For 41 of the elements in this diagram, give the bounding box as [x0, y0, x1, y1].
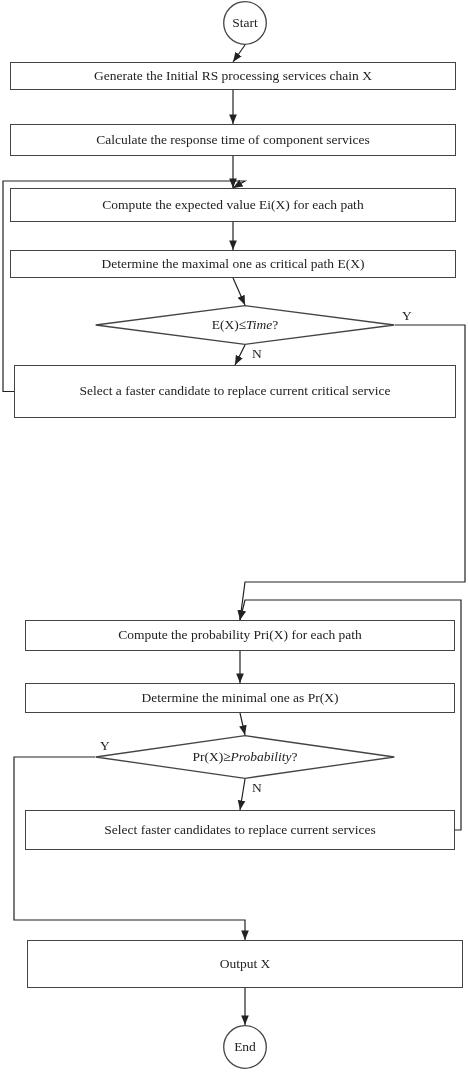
arrow [236, 650, 244, 684]
node-text: Start [232, 14, 258, 32]
arrow [229, 89, 237, 125]
node-text: Select faster candidates to replace current services [104, 821, 376, 839]
arrow [229, 221, 237, 251]
arrow [237, 778, 246, 811]
process-box [10, 62, 456, 90]
arrow [229, 155, 237, 189]
terminal-circle [223, 1, 267, 45]
arrow [2, 179, 248, 393]
decision-diamond [95, 735, 395, 779]
terminal-circle [223, 1025, 267, 1069]
arrow [13, 756, 249, 941]
node-text: Output X [219, 955, 271, 973]
node-text: Compute the expected value Ei(X) for each path [102, 196, 364, 214]
arrow [238, 599, 462, 831]
edge-label: Y [98, 739, 112, 754]
process-box [25, 620, 455, 651]
arrow [237, 324, 466, 621]
node-text: Determine the maximal one as critical path E(X) [101, 255, 365, 273]
node-text: Calculate the response time of component services [96, 131, 370, 149]
node-text: Generate the Initial RS processing services chain X [94, 67, 372, 85]
node-text: Compute the probability Pri(X) for each path [118, 627, 362, 644]
arrow [241, 987, 249, 1026]
arrow [232, 277, 246, 306]
process-box [10, 188, 456, 222]
process-box [27, 940, 463, 988]
process-box [25, 810, 455, 850]
process-box [14, 365, 456, 418]
arrow [234, 344, 246, 366]
decision-diamond [95, 305, 395, 345]
node-text: Select a faster candidate to replace current critical service [79, 383, 391, 400]
node-text: End [234, 1038, 256, 1056]
node-text: Pr(X)≥Probability? [192, 748, 298, 766]
arrow [232, 44, 246, 63]
node-text: E(X)≤Time? [211, 316, 279, 334]
process-box [10, 250, 456, 278]
arrow [239, 712, 247, 736]
node-text: Determine the minimal one as Pr(X) [141, 689, 339, 707]
process-box [10, 124, 456, 156]
process-box [25, 683, 455, 713]
